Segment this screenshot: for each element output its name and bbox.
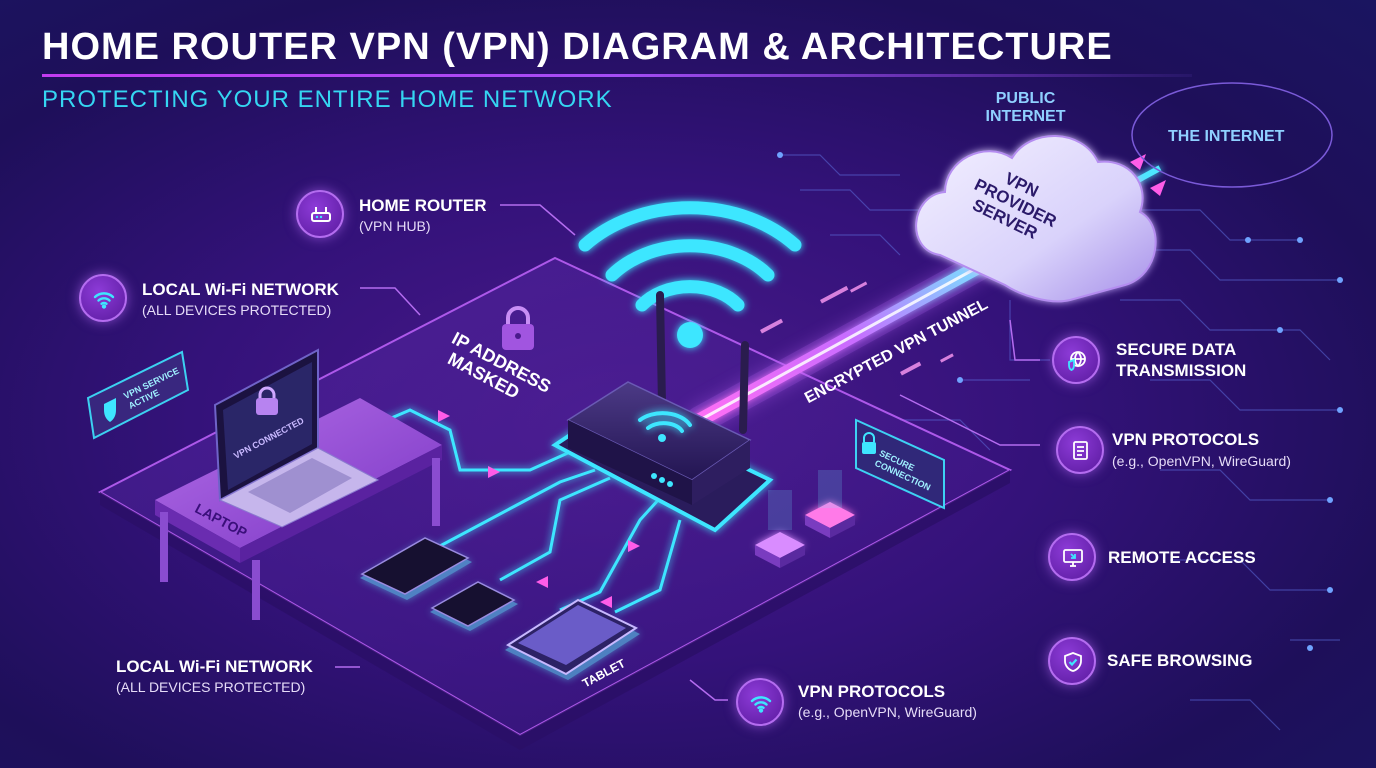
callout-vpn-protocols-bottom-title: VPN PROTOCOLS [798,682,946,701]
laptop-lock-icon [256,386,278,415]
callout-vpn-protocols-right-sub: (e.g., OpenVPN, WireGuard) [1112,453,1291,469]
callout-vpn-protocols-right-title: VPN PROTOCOLS [1112,430,1260,449]
wifi-icon [79,274,127,322]
page-title: HOME ROUTER VPN (VPN) DIAGRAM & ARCHITEC… [42,26,1113,68]
callout-secure-data-line2: TRANSMISSION [1116,361,1247,380]
shield-check-icon [1048,637,1096,685]
globe-shield-icon [1052,336,1100,384]
network-nodes [755,470,855,568]
title-divider [42,74,1192,77]
lock-icon [502,306,534,350]
callout-local-wifi-bottom-sub: (ALL DEVICES PROTECTED) [116,679,306,695]
callout-vpn-protocols-bottom-sub: (e.g., OpenVPN, WireGuard) [798,704,977,720]
wifi-icon [736,678,784,726]
wifi-broadcast-arcs [578,201,802,312]
router-icon [296,190,344,238]
callout-safe-browsing-title: SAFE BROWSING [1107,651,1253,670]
secure-connection-badge [855,418,945,510]
callout-secure-data-line1: SECURE DATA [1116,340,1237,359]
data-flow-arrows [438,410,640,608]
callout-home-router-sub: (VPN HUB) [359,218,431,234]
circuit-traces [780,154,1340,731]
callout-home-router-title: HOME ROUTER [359,196,487,215]
document-icon [1056,426,1104,474]
callout-leaders [335,204,1040,701]
data-particles [759,281,954,376]
the-internet-label: THE INTERNET [1168,128,1285,145]
laptop-device [213,348,380,528]
home-router-device [551,291,774,533]
public-internet-line1: PUBLIC [995,90,1056,107]
vpn-service-badge [86,350,190,440]
public-internet-label: PUBLIC INTERNET [978,90,1073,126]
phone-device-1 [360,537,472,600]
vpn-provider-cloud [915,135,1157,303]
page-subtitle: PROTECTING YOUR ENTIRE HOME NETWORK [42,86,613,113]
callout-local-wifi-top-title: LOCAL Wi-Fi NETWORK [142,280,339,299]
tablet-device [505,598,640,680]
callout-local-wifi-bottom-title: LOCAL Wi-Fi NETWORK [116,657,313,676]
internet-ellipse [1131,82,1333,188]
remote-monitor-icon [1048,533,1096,581]
circuit-nodes [777,152,1343,651]
callout-remote-access-title: REMOTE ACCESS [1108,548,1256,567]
public-internet-line2: INTERNET [985,108,1066,125]
callout-local-wifi-top-sub: (ALL DEVICES PROTECTED) [142,302,332,318]
phone-device-2 [430,581,518,631]
